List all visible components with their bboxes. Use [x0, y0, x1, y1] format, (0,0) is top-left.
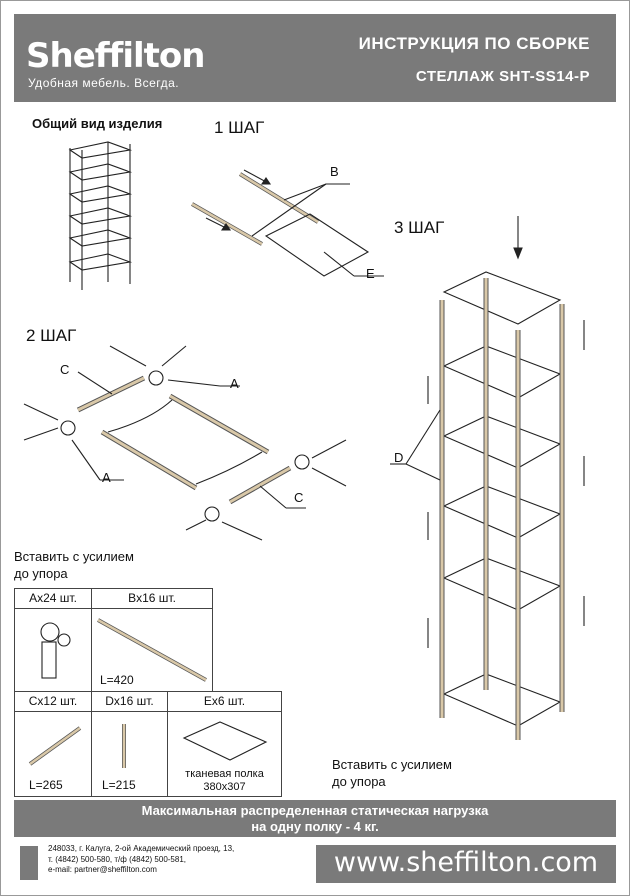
brand-logo: Sheffilton: [26, 36, 205, 76]
instruction-right: Вставить с усилием до упора: [332, 756, 452, 790]
load-line1: Максимальная распределенная статическая …: [141, 803, 489, 818]
part-c-cell: Cx12 шт. L=265: [14, 691, 92, 797]
address-line2: т. (4842) 500-580, т/ф (4842) 500-581,: [48, 854, 186, 864]
step3-label: 3 ШАГ: [394, 218, 445, 237]
part-b-cell: Bx16 шт. L=420: [91, 588, 213, 692]
instruction-left-line2: до упора: [14, 566, 68, 581]
website-link[interactable]: www.sheffilton.com: [316, 845, 616, 883]
step2-label: 2 ШАГ: [26, 326, 77, 345]
footer-square: [20, 846, 38, 880]
part-c-length: L=265: [29, 778, 63, 792]
part-d-length: L=215: [102, 778, 136, 792]
footer-address: 248033, г. Калуга, 2-ой Академический пр…: [48, 844, 234, 876]
load-bar: Максимальная распределенная статическая …: [14, 800, 616, 837]
document-title: ИНСТРУКЦИЯ ПО СБОРКЕ: [358, 34, 590, 53]
part-e-title: Ex6 шт.: [168, 694, 281, 712]
part-c-title: Cx12 шт.: [15, 694, 91, 712]
part-d-cell: Dx16 шт. L=215: [91, 691, 168, 797]
callout-a-bottom: A: [102, 470, 111, 485]
part-e-cell: Ex6 шт. тканевая полка 380x307: [167, 691, 282, 797]
part-b-length: L=420: [100, 673, 134, 687]
part-b-title: Bx16 шт.: [92, 591, 212, 609]
instruction-left-line1: Вставить с усилием: [14, 549, 134, 564]
step3-drawing: [390, 216, 585, 740]
address-line1: 248033, г. Калуга, 2-ой Академический пр…: [48, 844, 235, 853]
part-e-caption: тканевая полка 380x307: [168, 768, 281, 794]
instruction-right-line1: Вставить с усилием: [332, 757, 452, 772]
part-d-title: Dx16 шт.: [92, 694, 167, 712]
overview-drawing: [68, 141, 133, 290]
part-a-cell: Ax24 шт.: [14, 588, 92, 692]
overview-label: Общий вид изделия: [32, 116, 163, 131]
part-e-caption-line1: тканевая полка: [185, 768, 264, 780]
load-line2: на одну полку - 4 кг.: [251, 819, 379, 834]
callout-c-top: C: [60, 362, 70, 377]
parts-drawings: [28, 618, 268, 768]
model-name: СТЕЛЛАЖ SHT-SS14-P: [415, 68, 590, 85]
brand-slogan: Удобная мебель. Всегда.: [28, 76, 180, 90]
instruction-left: Вставить с усилием до упора: [14, 548, 134, 582]
callout-a-top: A: [230, 376, 239, 391]
callout-d: D: [394, 450, 404, 465]
callout-e: E: [366, 266, 375, 281]
instruction-right-line2: до упора: [332, 774, 386, 789]
step1-label: 1 ШАГ: [214, 118, 265, 137]
callout-c-bottom: C: [294, 490, 304, 505]
step1-drawing: [191, 169, 384, 277]
address-line3: e-mail: partner@sheffilton.com: [48, 865, 157, 874]
part-e-caption-line2: 380x307: [203, 781, 246, 793]
step2-drawing: [23, 345, 347, 541]
part-a-title: Ax24 шт.: [15, 591, 91, 609]
header-bar: Sheffilton Удобная мебель. Всегда. ИНСТР…: [14, 14, 616, 102]
callout-b: B: [330, 164, 339, 179]
